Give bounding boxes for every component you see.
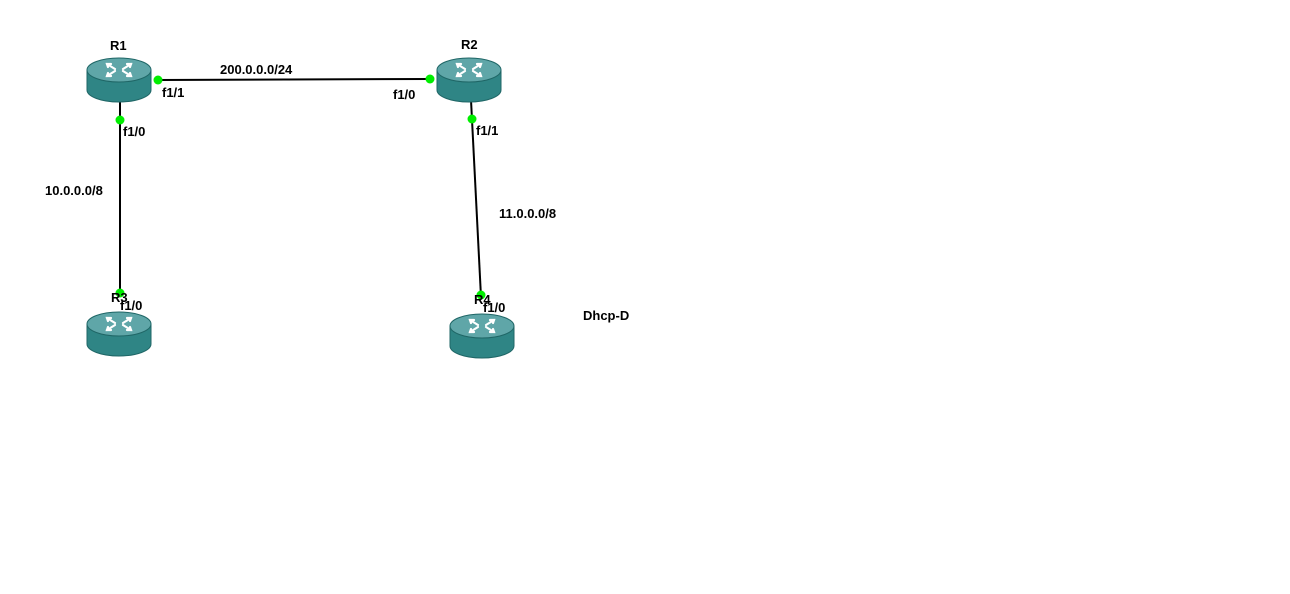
port-label-r2-f1-0: f1/0 bbox=[393, 87, 415, 102]
port-label-r1-f1-0: f1/0 bbox=[123, 124, 145, 139]
port-dot-r2-f1-0 bbox=[425, 74, 435, 84]
link-r2-r4[interactable] bbox=[470, 99, 482, 298]
router-icon bbox=[448, 312, 516, 360]
router-icon bbox=[85, 56, 153, 104]
annotation-dhcp-d: Dhcp-D bbox=[583, 308, 629, 323]
router-r1-label: R1 bbox=[110, 38, 127, 53]
router-r3-label: R3 bbox=[111, 290, 128, 305]
router-icon bbox=[435, 56, 503, 104]
router-r3[interactable] bbox=[85, 310, 153, 358]
port-dot-r4-f1-0 bbox=[476, 290, 486, 300]
port-label-r2-f1-1: f1/1 bbox=[476, 123, 498, 138]
router-r2-label: R2 bbox=[461, 37, 478, 52]
port-label-r1-f1-1: f1/1 bbox=[162, 85, 184, 100]
router-r1[interactable] bbox=[85, 56, 153, 104]
port-dot-r1-f1-0 bbox=[115, 115, 125, 125]
port-label-r3-f1-0: f1/0 bbox=[120, 298, 142, 313]
router-icon bbox=[85, 310, 153, 358]
network-label-r1-r3: 10.0.0.0/8 bbox=[45, 183, 103, 198]
router-r4[interactable] bbox=[448, 312, 516, 360]
network-label-r2-r4: 11.0.0.0/8 bbox=[499, 206, 556, 221]
port-dot-r2-f1-1 bbox=[467, 114, 477, 124]
port-dot-r1-f1-1 bbox=[153, 75, 163, 85]
port-label-r4-f1-0: f1/0 bbox=[483, 300, 505, 315]
router-r4-label: R4 bbox=[474, 292, 491, 307]
port-dot-r3-f1-0 bbox=[115, 288, 125, 298]
router-r2[interactable] bbox=[435, 56, 503, 104]
network-label-r1-r2: 200.0.0.0/24 bbox=[220, 62, 293, 77]
link-r1-r2[interactable] bbox=[157, 78, 431, 81]
